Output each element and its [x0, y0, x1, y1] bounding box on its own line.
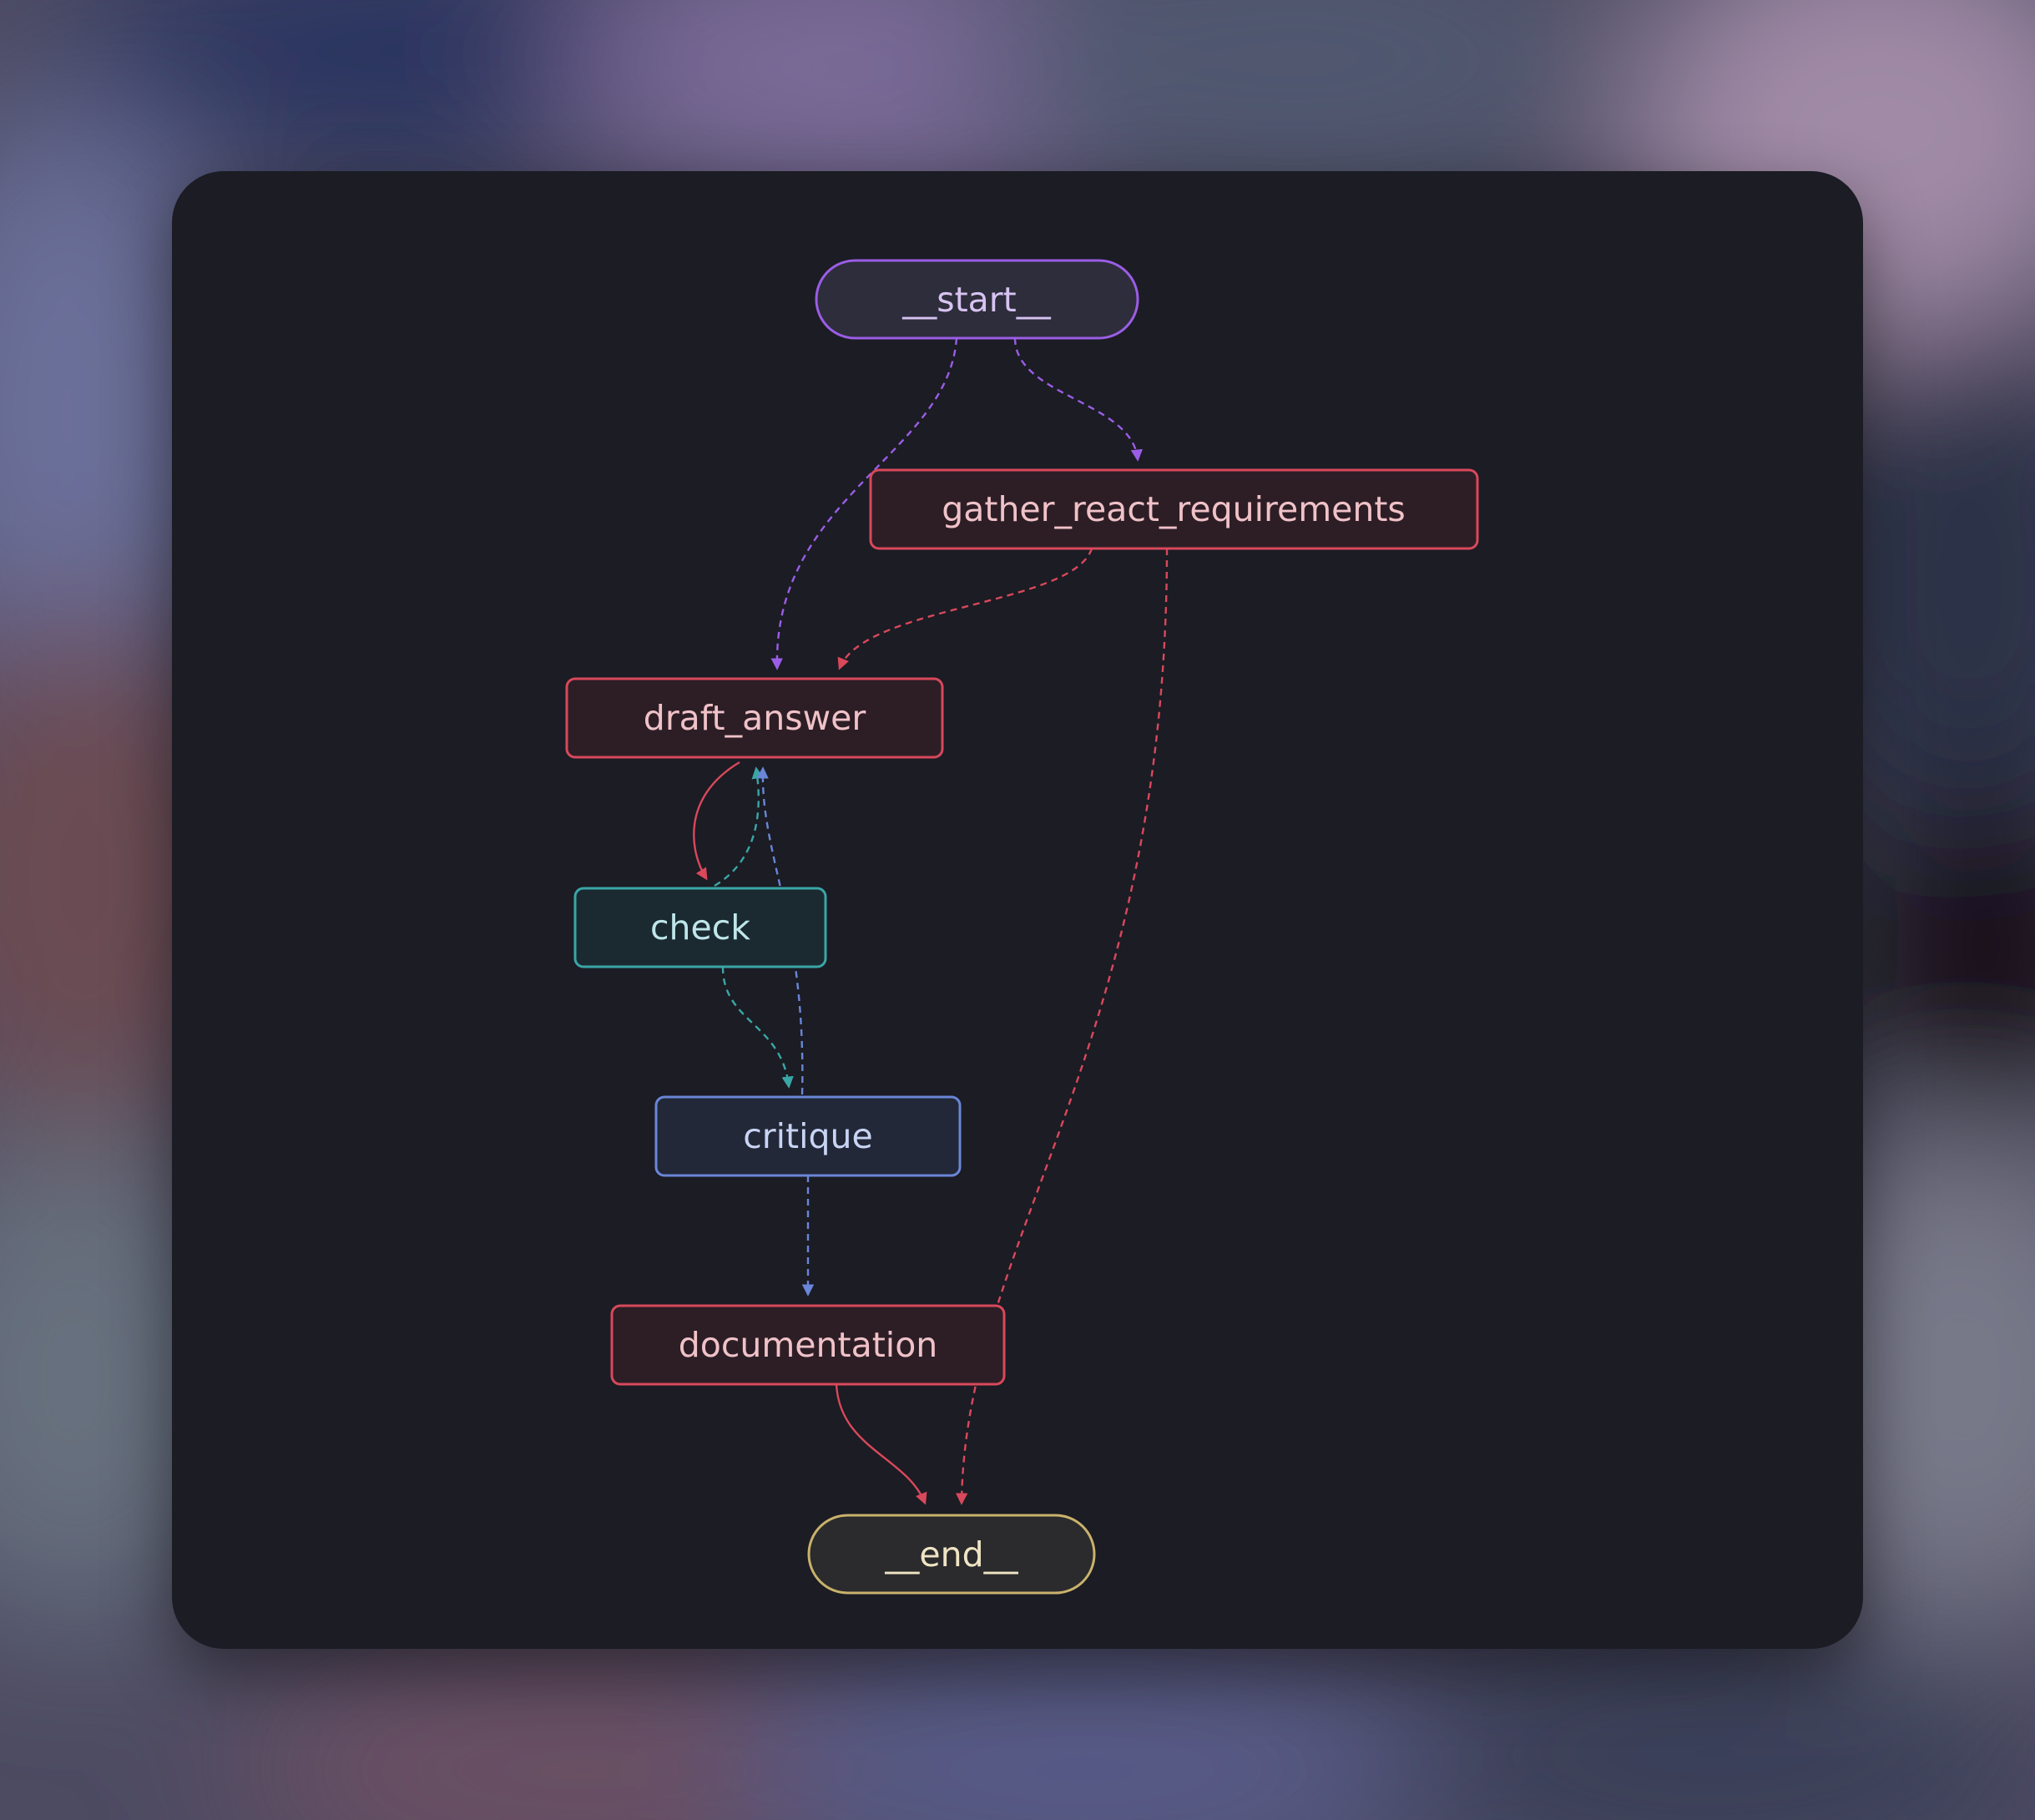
edge-start-to-gather — [1013, 337, 1143, 462]
node-critique-label: critique — [743, 1116, 873, 1156]
node-documentation-label: documentation — [679, 1325, 938, 1365]
edge-check-to-draft — [714, 766, 764, 887]
edge-critique-to-draft — [756, 766, 804, 1095]
node-start[interactable]: __start__ — [815, 259, 1139, 340]
edge-gather-to-draft — [837, 548, 1093, 670]
diagram-card: __start__ gather_react_requirements draf… — [172, 171, 1863, 1649]
node-critique[interactable]: critique — [654, 1095, 962, 1177]
node-gather-react-requirements-label: gather_react_requirements — [942, 489, 1406, 529]
edge-documentation-to-end — [835, 1383, 927, 1505]
node-documentation[interactable]: documentation — [610, 1304, 1006, 1386]
edge-gather-to-end — [955, 548, 1169, 1505]
node-end-label: __end__ — [884, 1534, 1018, 1575]
edge-draft-to-check — [693, 761, 740, 881]
node-draft-answer-label: draft_answer — [644, 698, 866, 738]
node-check-label: check — [650, 907, 750, 948]
node-start-label: __start__ — [901, 280, 1051, 320]
edge-start-to-draft — [770, 337, 958, 670]
node-end[interactable]: __end__ — [807, 1514, 1096, 1595]
node-check[interactable]: check — [573, 887, 827, 968]
edges — [693, 337, 1169, 1505]
edge-check-to-critique — [721, 966, 794, 1089]
node-draft-answer[interactable]: draft_answer — [565, 677, 944, 759]
flowchart: __start__ gather_react_requirements draf… — [565, 259, 1479, 1595]
node-gather-react-requirements[interactable]: gather_react_requirements — [869, 468, 1479, 550]
